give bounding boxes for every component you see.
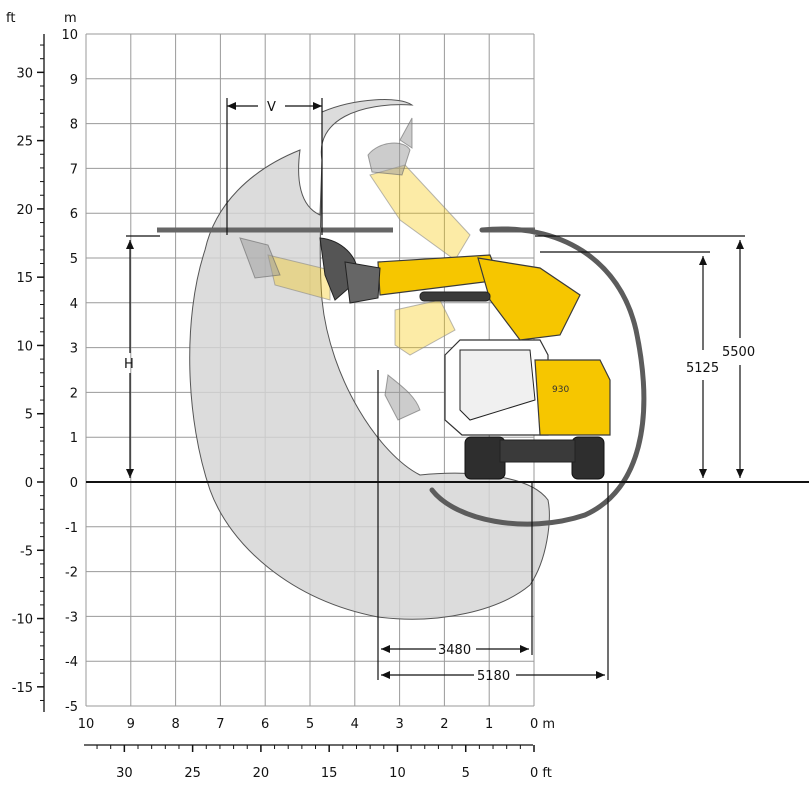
height-dimensions: [535, 235, 745, 478]
h-dimension: [126, 235, 160, 478]
m-horizontal-tick-label: 5: [306, 717, 314, 732]
m-vertical-tick-label: -1: [65, 521, 78, 536]
ft-vertical-tick-label: -10: [12, 613, 33, 628]
m-horizontal-tick-label: 7: [216, 717, 224, 732]
m-horizontal-tick-label: 4: [351, 717, 359, 732]
m-vertical-tick-label: -4: [65, 655, 78, 670]
ft-vertical-tick-label: -15: [12, 681, 33, 696]
reach-3480-label: 3480: [438, 643, 471, 658]
ft-horizontal-tick-label: 25: [184, 766, 201, 781]
m-vertical-tick-label: 1: [70, 431, 78, 446]
left-axes: [37, 34, 45, 712]
m-horizontal-tick-label: 8: [171, 717, 179, 732]
m-vertical-tick-label: 6: [70, 207, 78, 222]
ft-vertical-tick-label: 30: [16, 66, 33, 81]
m-horizontal-tick-label: 0 m: [530, 717, 555, 732]
ft-vertical-tick-label: 25: [16, 135, 33, 150]
ft-unit-label: ft: [6, 11, 15, 26]
machine-model-mark: 930: [552, 385, 569, 395]
m-vertical-tick-label: 10: [61, 28, 78, 43]
reach-dimensions: [377, 370, 609, 680]
m-vertical-tick-label: 7: [70, 162, 78, 177]
ft-vertical-tick-label: 15: [16, 271, 33, 286]
ft-horizontal-tick-label: 10: [389, 766, 406, 781]
height-5125-label: 5125: [686, 361, 719, 376]
ft-horizontal-tick-label: 15: [321, 766, 338, 781]
m-vertical-tick-label: -3: [65, 610, 78, 625]
m-vertical-tick-label: 8: [70, 118, 78, 133]
ghost-arm-positions: [239, 117, 471, 421]
m-vertical-tick-label: 3: [70, 342, 78, 357]
m-unit-label: m: [64, 11, 77, 26]
m-vertical-tick-label: 5: [70, 252, 78, 267]
bottom-ft-axis: [84, 744, 535, 752]
m-vertical-tick-label: 0: [70, 476, 78, 491]
ft-vertical-tick-label: 0: [25, 476, 33, 491]
ft-vertical-tick-label: 5: [25, 408, 33, 423]
h-dimension-label: H: [124, 357, 134, 372]
m-horizontal-tick-label: 6: [261, 717, 269, 732]
hose-loop: [429, 226, 647, 527]
ft-vertical-tick-label: -5: [20, 544, 33, 559]
ft-vertical-tick-label: 20: [16, 203, 33, 218]
m-vertical-tick-label: -2: [65, 566, 78, 581]
reach-5180-label: 5180: [477, 669, 510, 684]
m-horizontal-tick-label: 10: [78, 717, 95, 732]
m-horizontal-tick-label: 1: [485, 717, 493, 732]
m-horizontal-tick-label: 9: [127, 717, 135, 732]
m-vertical-tick-label: 4: [70, 297, 78, 312]
ft-horizontal-tick-label: 0 ft: [530, 766, 552, 781]
m-horizontal-tick-label: 2: [440, 717, 448, 732]
m-vertical-tick-label: -5: [65, 700, 78, 715]
height-5500-label: 5500: [722, 345, 755, 360]
v-dimension-label: V: [267, 100, 276, 115]
ft-horizontal-tick-label: 5: [462, 766, 470, 781]
ft-vertical-tick-label: 10: [16, 339, 33, 354]
demolition-machine: 930: [319, 237, 611, 480]
ft-horizontal-tick-label: 30: [116, 766, 133, 781]
m-vertical-tick-label: 9: [70, 73, 78, 88]
m-vertical-tick-label: 2: [70, 386, 78, 401]
v-dimension: [226, 98, 323, 235]
ft-horizontal-tick-label: 20: [253, 766, 270, 781]
m-horizontal-tick-label: 3: [395, 717, 403, 732]
